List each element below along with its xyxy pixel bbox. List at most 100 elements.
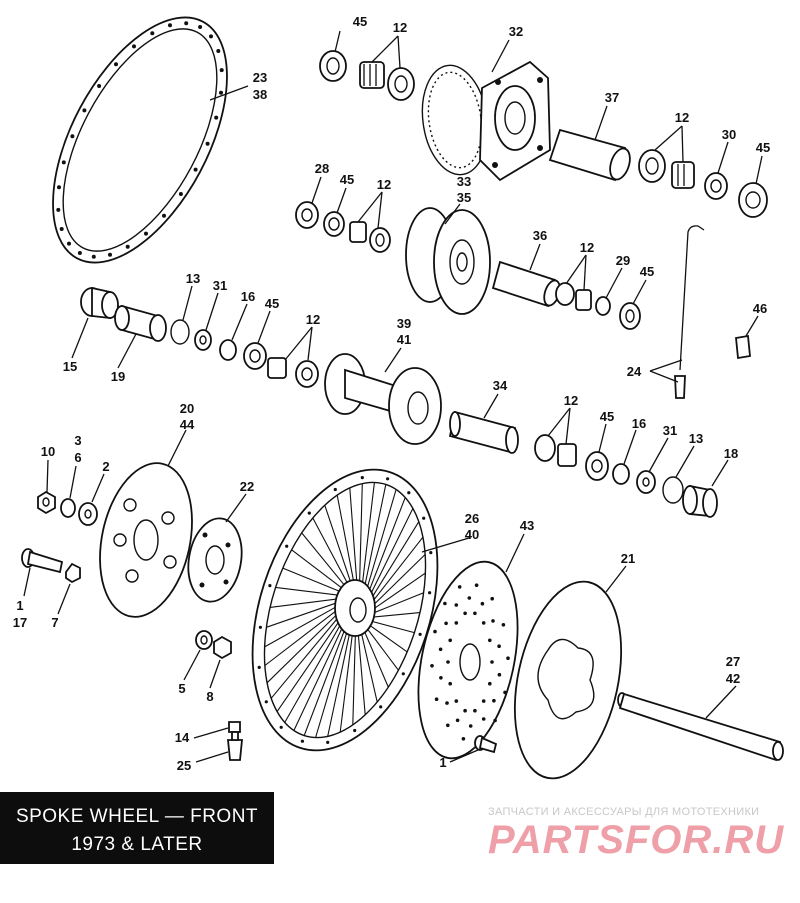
spoke [339,629,354,733]
wheel-rim-dot [300,739,304,743]
rim-hole [56,207,61,212]
wheel-rim-dot [333,487,337,492]
spoke [315,627,349,738]
rim-hole [162,213,166,218]
disc-hole [493,718,497,723]
callout-31: 31 [213,278,227,293]
rim-hole [82,108,87,113]
hub-33-35 [405,207,491,315]
nut-8 [213,635,232,660]
callout-12: 12 [306,312,320,327]
disc-hole [434,697,439,701]
callout-24: 24 [627,364,642,379]
spacer-19 [114,304,167,342]
callout-12: 12 [564,393,578,408]
callout-10: 10 [41,444,55,459]
callout-45: 45 [756,140,770,155]
callout-1: 1 [439,755,446,770]
disc-hole [497,644,501,648]
disc-hole [455,718,460,723]
wheel-rim-dot [360,476,364,480]
spoke [359,628,378,703]
spoke-wheel-26-40 [251,468,439,752]
disc-hole [481,717,486,721]
rim-part [52,16,228,264]
rim-hole [209,34,213,39]
spoke [282,567,344,594]
bolt-1 [474,735,498,754]
callout-22: 22 [240,479,254,494]
washer-5 [195,630,213,650]
spoke [303,626,347,736]
disc-hole [444,621,448,626]
bearing-seal-45-mid [323,211,345,237]
washer-31-left [194,329,212,351]
callout-15: 14 [175,730,190,745]
spoke [365,489,397,593]
wheel-rim-dot [353,728,357,733]
wheel-rim-dot [326,740,330,745]
disc-hole [467,596,472,600]
disc-hole [488,638,492,643]
spoke [275,586,342,597]
disc-hole [503,690,507,695]
brake-disc-43 [417,560,519,760]
disc-hole [438,647,443,652]
spoke [370,536,424,605]
disc-hole [501,623,506,627]
callout-45: 45 [600,409,614,424]
spoke [352,629,357,725]
disc-hole [474,583,479,587]
rim-hole [61,160,66,165]
callout-7: 7 [51,615,58,630]
callout-40: 40 [465,527,479,542]
retaining-ring-13-left [170,319,190,345]
spoke [349,487,358,587]
bearing-seal-45-top [319,50,347,82]
spoke [269,598,341,608]
callout-45: 45 [353,14,367,29]
spoke [370,592,424,615]
washer-31-right [636,470,656,494]
disc-hole [497,672,502,677]
callout-32: 32 [509,24,523,39]
spacer-tube-34 [448,410,519,454]
rim-hole [214,115,219,120]
spoke [301,532,348,590]
bearing-pair-12-mid [349,221,391,253]
callout-13: 13 [689,431,703,446]
spoke [358,483,363,587]
callout-26: 26 [465,511,479,526]
watermark-tagline: ЗАПЧАСТИ И АКСЕССУАРЫ ДЛЯ МОТОТЕХНИКИ [488,806,760,818]
callout-28: 28 [315,161,329,176]
hub-39-41 [324,353,442,445]
spoke [368,619,415,634]
rim-hole [168,23,172,28]
disc-hole [439,676,443,680]
callout-17: 17 [13,615,27,630]
wheel-rim-dot [257,665,261,670]
rim-hole [193,167,198,172]
title-box: SPOKE WHEEL — FRONT 1973 & LATER [0,792,274,864]
disc-hole [481,699,486,703]
spoke [370,554,426,608]
nut-10 [37,490,56,515]
bearing-seal-45-right [738,182,768,218]
callout-25: 25 [177,758,191,773]
spoke [366,622,408,653]
disc-hole [492,698,496,703]
rim-hole [59,227,64,231]
spoke-24 [674,225,705,399]
rim-hole [216,49,221,53]
rim-hole [77,251,82,255]
spoke [361,482,375,589]
callout-35: 35 [457,190,471,205]
seal-16-right [612,463,630,485]
spoke [264,604,340,648]
adapter-plate-22 [187,517,243,603]
rim-hole [150,31,155,36]
bearing-pair-12-third [534,434,577,467]
wheel-rim-dot [307,511,311,515]
disc-hole [445,701,449,705]
callout-13: 13 [186,271,200,286]
